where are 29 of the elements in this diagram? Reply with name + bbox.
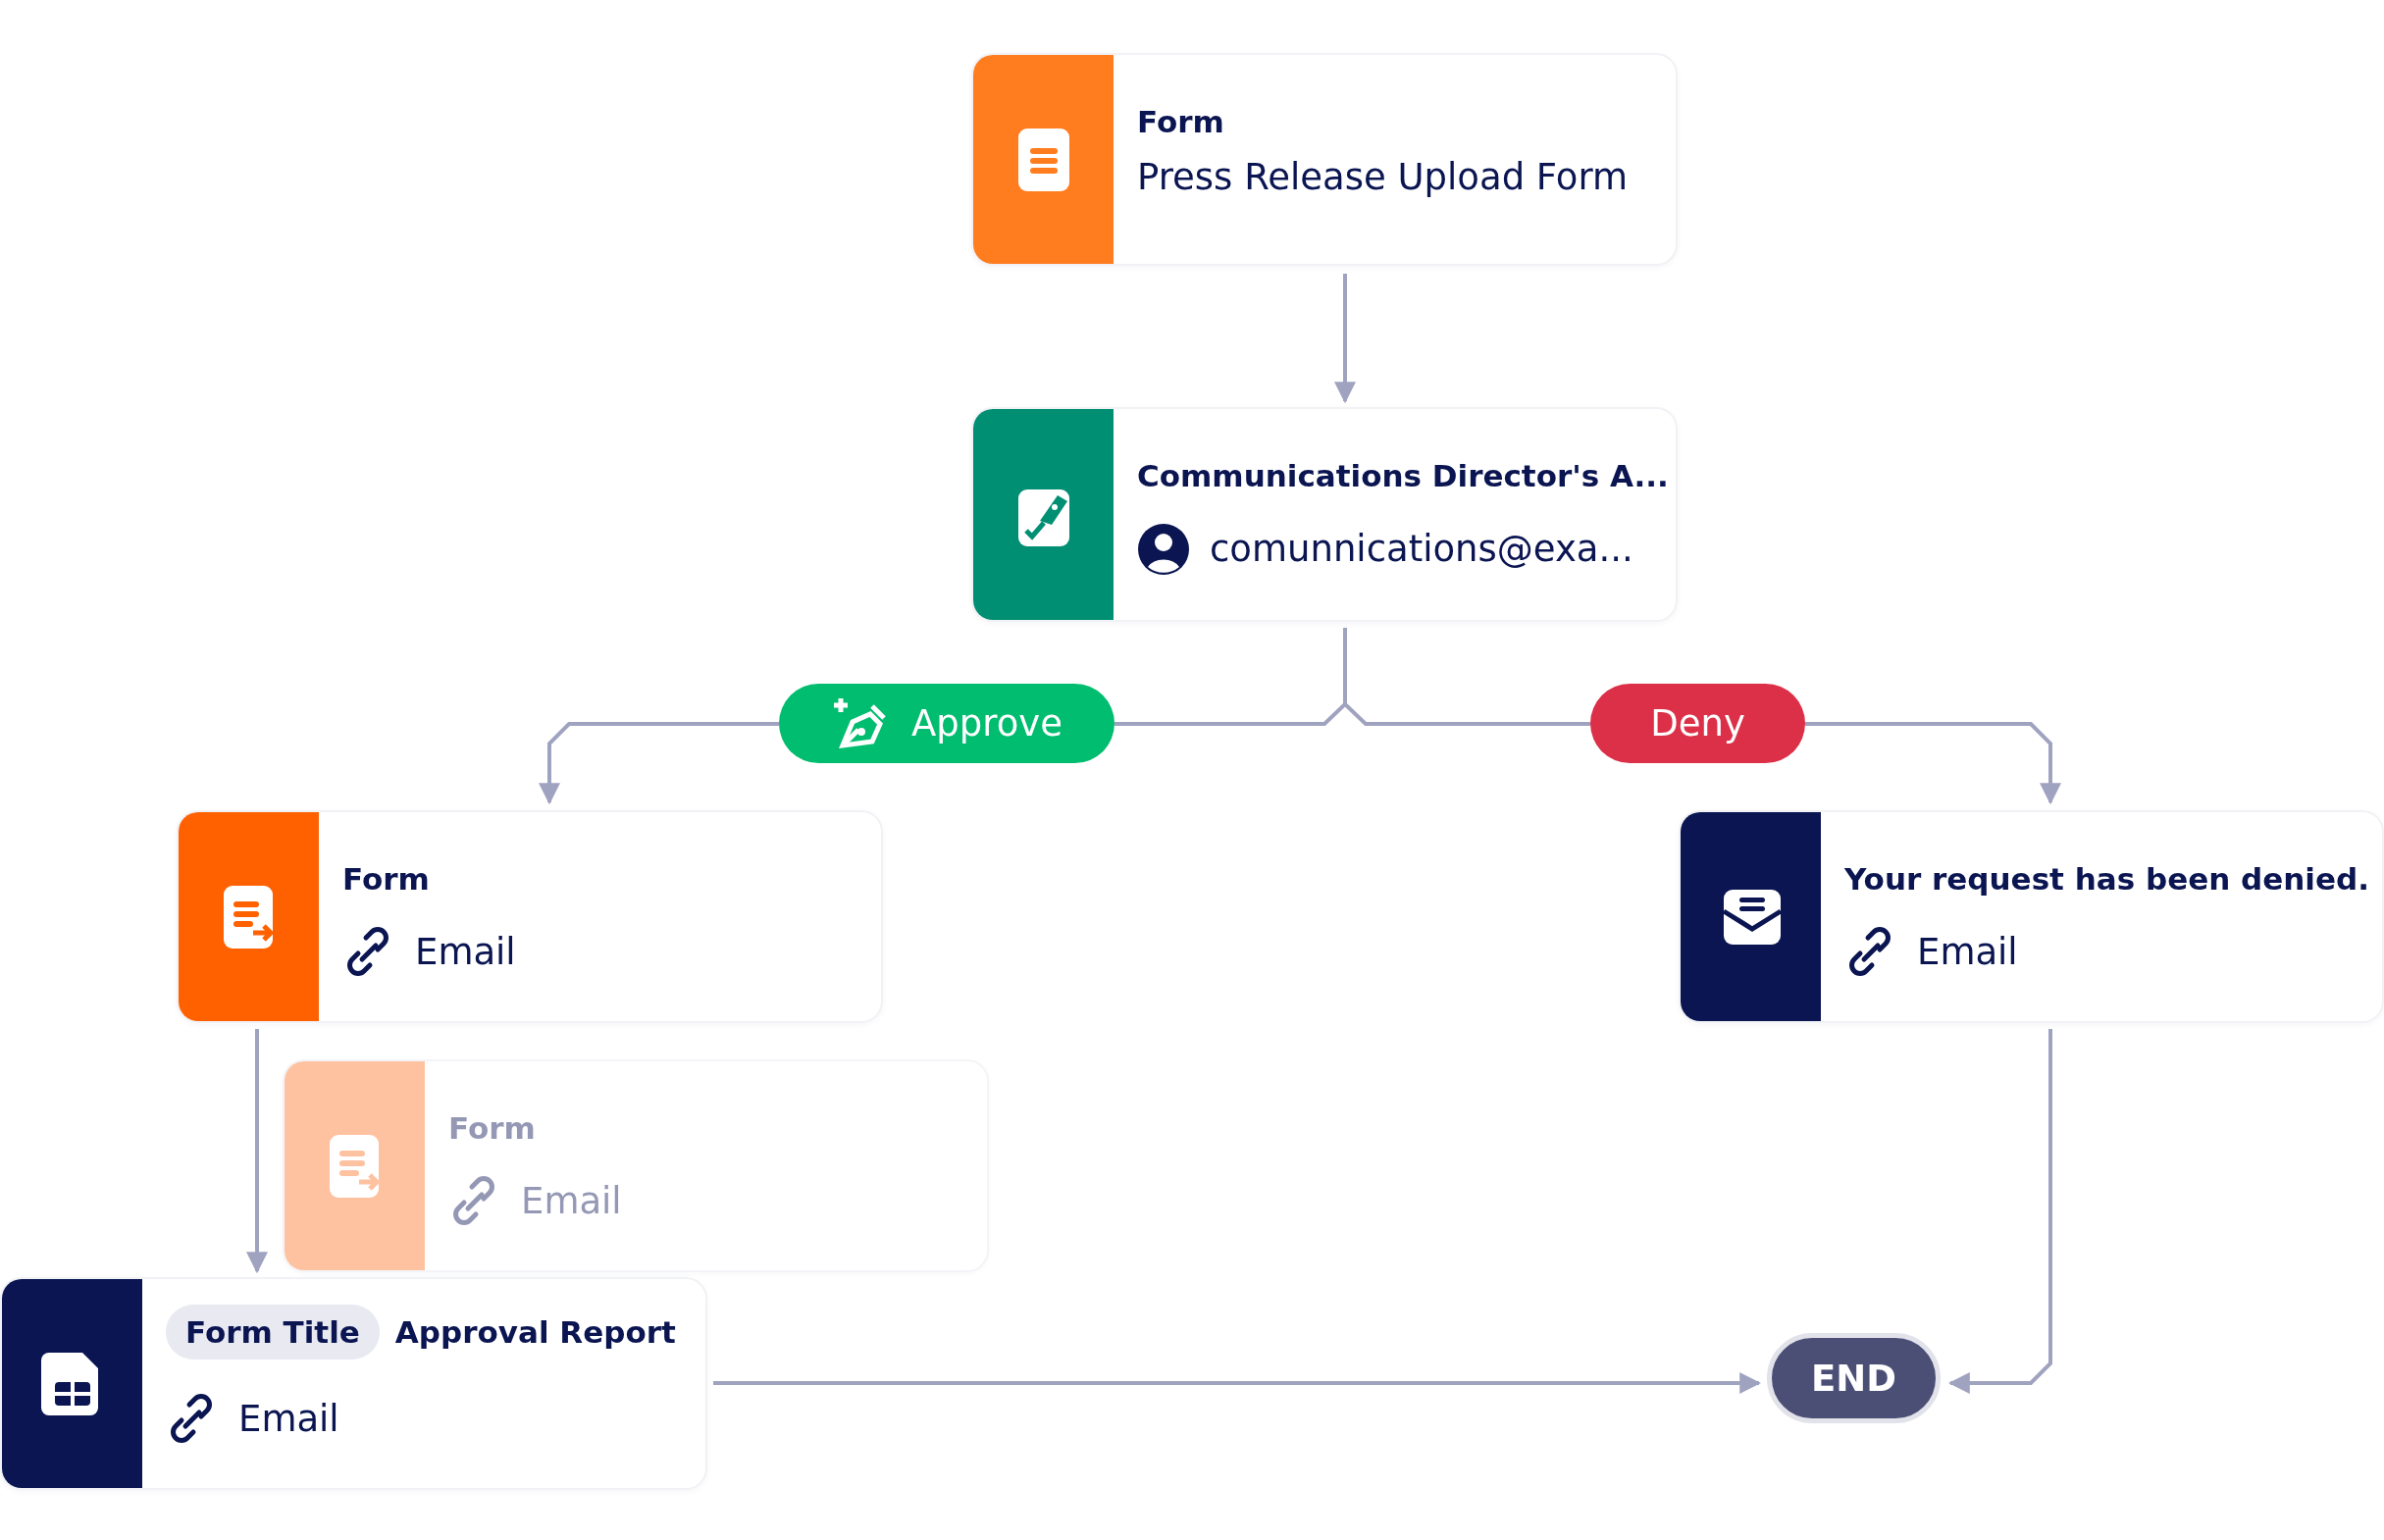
step-title: Approval Report [394, 1313, 676, 1352]
arrow [1947, 1029, 2052, 1394]
step-title: Your request has been denied. [1844, 860, 2369, 898]
step-detail: comunnications@exa... [1210, 527, 1633, 572]
step-title: Form [342, 860, 430, 898]
step-card [971, 53, 1678, 266]
branch-label: Approve [911, 702, 1062, 744]
arrow [539, 722, 779, 805]
step-card [0, 1277, 707, 1490]
connector-line [1343, 628, 1590, 726]
step-detail: Email [521, 1179, 622, 1224]
arrow [1805, 722, 2061, 805]
step-title: Form [1137, 103, 1224, 141]
step-card [971, 407, 1678, 622]
step-card [283, 1059, 989, 1272]
arrow [713, 1372, 1762, 1394]
step-card [177, 810, 883, 1023]
branch-label: Deny [1650, 702, 1745, 744]
arrow [1334, 274, 1356, 404]
step-detail: Email [1917, 930, 2018, 975]
step-detail: Press Release Upload Form [1137, 155, 1629, 200]
step-title: Communications Director's A... [1137, 457, 1669, 495]
arrow [246, 1029, 268, 1274]
end-label: END [1811, 1357, 1896, 1400]
step-detail: Email [415, 930, 516, 975]
field-tag: Form Title [166, 1305, 380, 1360]
step-detail: Email [238, 1397, 339, 1442]
step-title: Form [448, 1109, 536, 1148]
step-card [1679, 810, 2384, 1023]
